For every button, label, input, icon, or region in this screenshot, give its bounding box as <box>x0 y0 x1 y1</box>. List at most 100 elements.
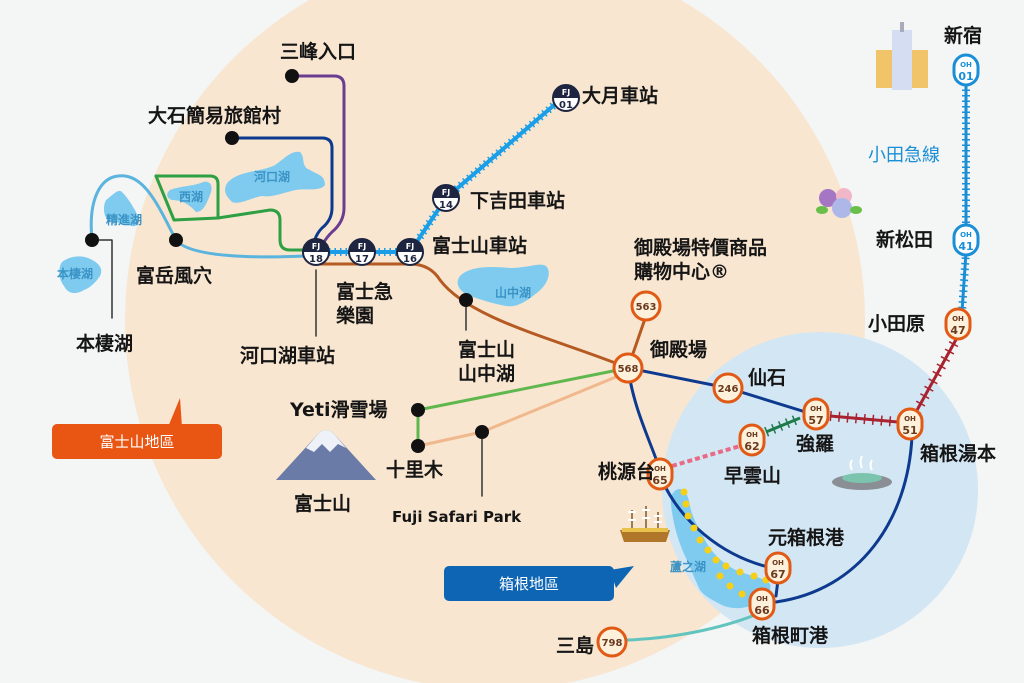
station-label-shimoyoshida: 下吉田車站 <box>470 189 565 212</box>
station-label-sounzan: 早雲山 <box>724 465 781 487</box>
cruise-dot <box>726 582 734 590</box>
cruise-dot <box>690 524 698 532</box>
fj-code: FJ <box>406 242 414 251</box>
fj-station-badge-16[interactable]: FJ 16 <box>396 238 424 266</box>
lake-yamanaka <box>457 264 549 307</box>
route-togendai-motohakone <box>660 478 774 570</box>
station-label-otsuki: 大月車站 <box>582 84 658 107</box>
hakone-region-label: 箱根地區 <box>499 575 559 593</box>
lake-label-sai: 西湖 <box>179 189 203 204</box>
landmark-label-fuji: 富士山 <box>294 492 351 515</box>
station-label-togendai: 桃源台 <box>598 460 655 483</box>
lake-motosu <box>59 256 102 294</box>
bus-stop-badge-246[interactable]: 246 <box>712 372 744 404</box>
oh-number: 51 <box>902 424 917 437</box>
station-label-fujiq-2: 樂園 <box>336 304 374 327</box>
lake-sai <box>167 181 212 212</box>
fj-code: FJ <box>442 188 450 197</box>
hydrangea-icon <box>816 188 862 218</box>
bus-stop-number: 798 <box>602 638 623 649</box>
fuji-region-label: 富士山地區 <box>99 433 174 451</box>
skyscraper-icon <box>876 22 928 90</box>
bus-stop-number: 563 <box>636 302 657 313</box>
bus-stop-badge-568[interactable]: 568 <box>612 352 644 384</box>
station-label-yumoto: 箱根湯本 <box>920 442 996 465</box>
oh-code: OH <box>756 595 768 603</box>
oh-code: OH <box>960 61 972 69</box>
cruise-dot <box>722 562 730 570</box>
rail-tozan-upper-ties <box>911 333 963 415</box>
fj-station-badge-17[interactable]: FJ 17 <box>348 238 376 266</box>
stop-label-oishi: 大石簡易旅館村 <box>148 104 281 127</box>
stop-dot-motosuko[interactable] <box>85 233 99 247</box>
rail-odakyu-ties <box>958 84 970 313</box>
station-label-motohakone: 元箱根港 <box>768 526 845 549</box>
fj-number: 17 <box>355 254 369 265</box>
route-saiko <box>154 174 307 252</box>
oh-number: 01 <box>958 70 973 83</box>
stop-dot-yamanakako[interactable] <box>459 293 473 307</box>
station-label-gora: 強羅 <box>796 433 834 455</box>
cruise-dot <box>750 572 758 580</box>
oh-number: 57 <box>808 414 823 427</box>
station-label-shinjuku: 新宿 <box>944 24 982 47</box>
stop-label-mishima: 三島 <box>556 634 594 657</box>
stop-dot-yeti[interactable] <box>411 403 425 417</box>
station-label-odawara: 小田原 <box>868 313 925 335</box>
pirate-ship-icon <box>620 506 670 542</box>
oh-number: 67 <box>770 568 785 581</box>
oh-number: 62 <box>744 440 759 453</box>
lake-label-yamanaka: 山中湖 <box>495 285 531 300</box>
cruise-dot <box>680 488 688 496</box>
lake-label-motosu: 本棲湖 <box>57 266 93 281</box>
stop-label-yeti: Yeti滑雪場 <box>289 399 388 421</box>
fj-number: 16 <box>403 254 417 265</box>
bus-stop-badge-798[interactable]: 798 <box>596 626 628 658</box>
stop-label-fugaku: 富岳風穴 <box>136 264 212 287</box>
lake-shoji <box>103 190 139 227</box>
cruise-dot <box>682 500 690 508</box>
cruise-dot <box>712 556 720 564</box>
cruise-dot <box>704 546 712 554</box>
oh-code: OH <box>746 431 758 439</box>
bus-stop-number: 568 <box>618 364 639 375</box>
rail-fujikyu-ties <box>318 96 563 256</box>
cruise-dot <box>736 568 744 576</box>
oh-number: 65 <box>652 474 667 487</box>
station-label-fujiq-1: 富士急 <box>336 280 393 303</box>
sightseeing-cruise-route <box>680 488 770 602</box>
stop-dot-mitsumine[interactable] <box>285 69 299 83</box>
stop-dot-oishi[interactable] <box>225 131 239 145</box>
odakyu-line-label: 小田急線 <box>868 145 940 166</box>
stop-dot-safari[interactable] <box>475 425 489 439</box>
route-yumoto-hakonemachi <box>774 434 914 604</box>
mount-fuji-icon <box>276 430 376 480</box>
fj-number: 01 <box>559 100 573 111</box>
stop-dot-jurigi[interactable] <box>411 439 425 453</box>
fj-code: FJ <box>358 242 366 251</box>
stop-label-safari: Fuji Safari Park <box>392 508 522 526</box>
stop-label-yamanakako-1: 富士山 <box>458 338 515 361</box>
cruise-dot <box>696 536 704 544</box>
stop-label-yamanakako-2: 山中湖 <box>458 362 515 385</box>
cruise-dot <box>716 572 724 580</box>
fj-number: 18 <box>309 254 323 265</box>
stop-label-outlet-1: 御殿場特價商品 <box>633 236 767 259</box>
bus-stop-number: 246 <box>718 384 739 395</box>
stop-dot-fugaku[interactable] <box>169 233 183 247</box>
bus-stop-badge-563[interactable]: 563 <box>630 290 662 322</box>
route-mishima <box>626 610 764 642</box>
